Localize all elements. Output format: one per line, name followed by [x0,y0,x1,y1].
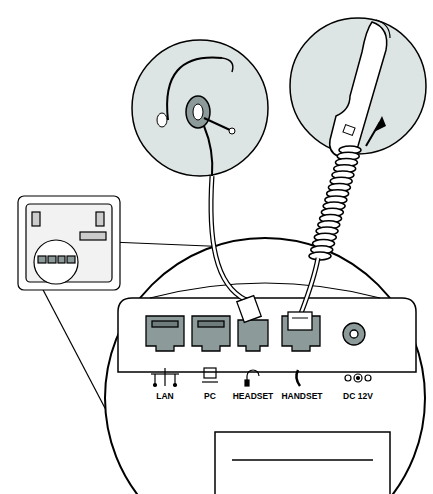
phone-back-inset [18,196,120,290]
headset-cable [211,176,246,300]
port-jacks [350,330,358,338]
headset-callout [204,126,212,176]
phone-back-inset [67,256,75,263]
port-symbols [204,368,216,378]
phone-back-inset [32,212,40,226]
port-symbols [151,368,371,387]
port-symbols [154,384,157,387]
headset-callout [167,58,222,120]
headset-cable [211,176,246,300]
handset-cable [292,318,308,319]
headset-callout [193,104,203,120]
port-symbols [345,375,351,381]
bottom-housing [215,432,390,494]
magnified-port-area [105,238,425,494]
magnified-port-area [150,283,380,298]
port-symbols [296,370,300,386]
handset-cable [300,258,318,316]
port-jacks [343,323,365,345]
phone-back-inset [38,256,46,263]
headset-cable [237,296,261,323]
handset-coil-cord [309,146,361,260]
handset-cable [288,258,318,330]
port-symbols [154,374,155,384]
port-symbols [174,374,175,384]
headset-callout [186,96,210,128]
handset-callout [330,22,387,157]
headset-callout [204,118,230,130]
phone-back-inset [34,240,78,284]
headset-callout [229,128,235,134]
port-jacks [238,320,268,351]
port-symbols [357,377,360,380]
port-jacks [198,321,224,327]
headset-callout [222,58,233,72]
port-jacks [146,316,184,351]
port-symbols [164,368,165,386]
bottom-housing [232,459,373,461]
headset-callout [132,40,268,176]
port-symbols [245,380,249,386]
port-label: HANDSET [281,392,322,401]
headset-cable [211,176,261,322]
port-jacks [152,321,178,327]
bottom-housing [215,432,390,494]
phone-back-inset [58,256,65,263]
port-label: HEADSET [233,392,274,401]
port-symbols [365,375,371,381]
handset-cable [288,312,312,330]
port-symbols [354,374,362,382]
handset-callout [343,125,355,136]
handset-cable [300,258,318,316]
port-jacks [146,316,365,351]
port-label: PC [204,392,216,401]
phone-back-inset [96,212,104,226]
handset-callout [376,20,390,38]
port-label: DC 12V [343,392,373,401]
phone-back-inset [80,232,106,240]
port-label: LAN [156,392,173,401]
phone-back-inset [18,196,120,290]
handset-callout [290,18,426,157]
magnified-port-area [118,298,416,372]
phone-back-inset [48,256,56,263]
port-symbols [202,381,218,382]
magnified-port-area [105,238,425,494]
handset-callout [366,122,380,146]
headset-callout [132,40,268,176]
headset-callout [157,113,167,127]
port-jacks [192,316,230,351]
port-symbols [174,384,177,387]
